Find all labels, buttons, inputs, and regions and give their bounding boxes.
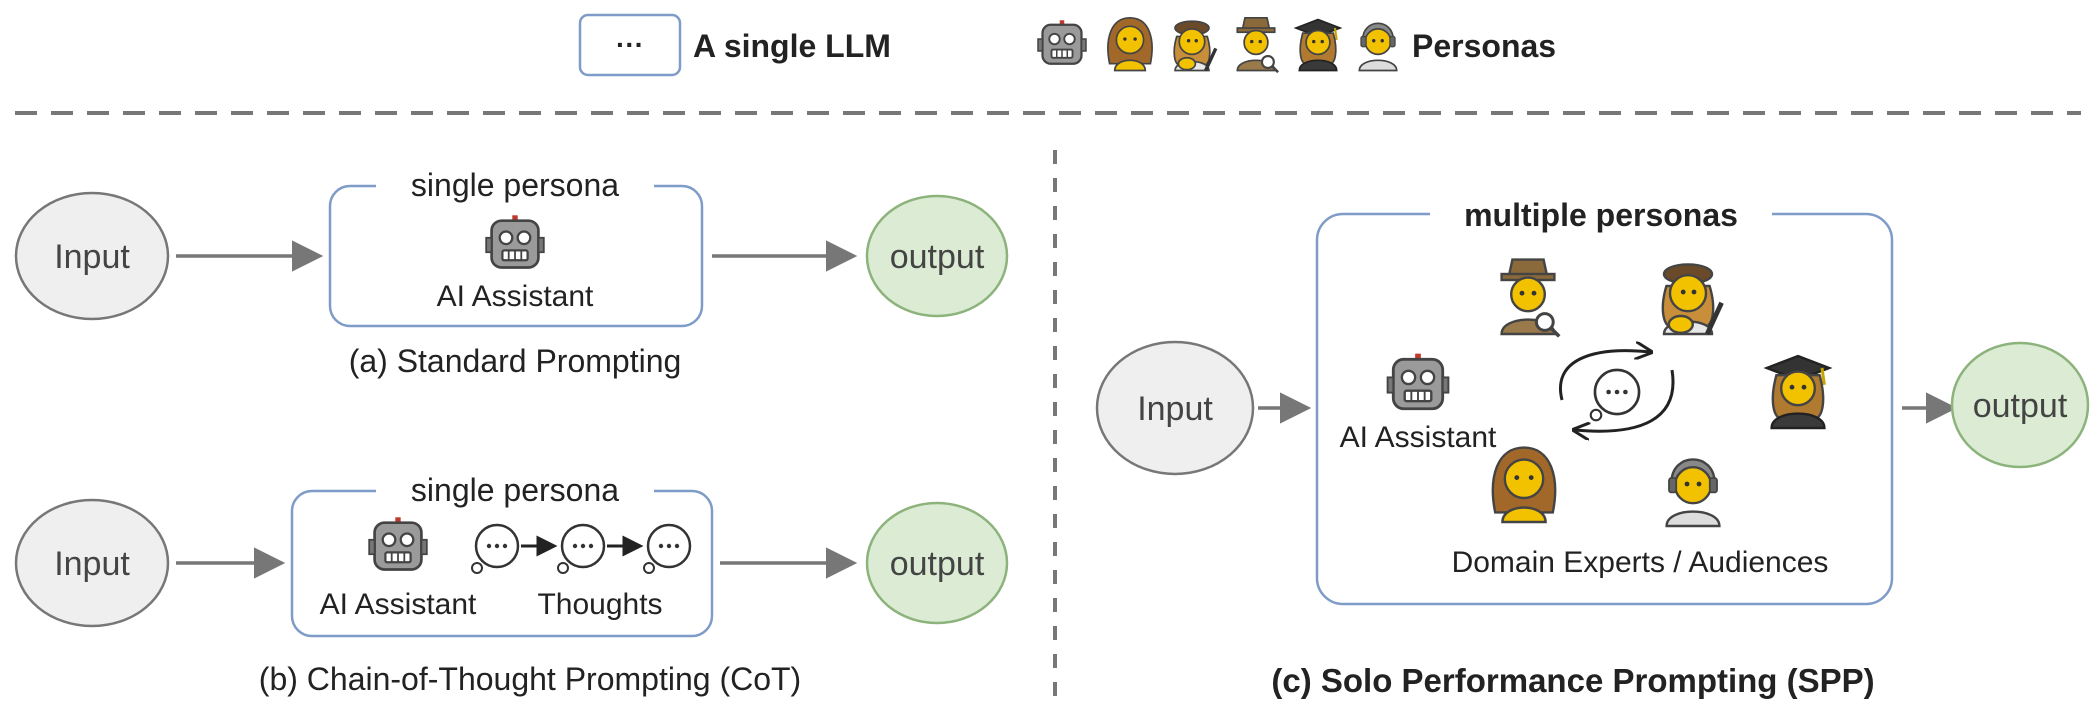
group-label: single persona	[411, 472, 619, 508]
persona-technologist-icon	[1358, 22, 1398, 72]
panel-b-chain-of-thought: Input single persona AI Assistant Though…	[14, 472, 1009, 697]
persona-woman-icon	[1107, 16, 1153, 72]
personas-legend-label: Personas	[1412, 28, 1556, 64]
llm-legend-label: A single LLM	[693, 28, 891, 64]
persona-artist-icon	[1172, 19, 1218, 73]
panel-c-solo-performance-prompting: Input multiple personas AI Assistant Dom…	[1095, 197, 2090, 699]
caption: (c) Solo Performance Prompting (SPP)	[1271, 662, 1874, 699]
group-label-mask	[376, 475, 654, 507]
persona-graduate-icon	[1294, 18, 1342, 72]
input-node	[14, 498, 170, 628]
output-label: output	[890, 545, 985, 583]
thoughts-label: Thoughts	[537, 588, 662, 621]
input-label: Input	[54, 545, 130, 583]
input-node	[1095, 340, 1255, 476]
panel-a-standard-prompting: Input single persona AI Assistant output…	[14, 167, 1009, 379]
persona-graduate-icon	[1765, 354, 1831, 430]
caption: (b) Chain-of-Thought Prompting (CoT)	[259, 661, 801, 697]
input-label: Input	[54, 238, 130, 276]
persona-artist-icon	[1663, 264, 1722, 334]
group-label: multiple personas	[1464, 197, 1738, 233]
robot-icon	[1036, 19, 1088, 65]
persona-woman-icon	[1491, 446, 1557, 524]
group-label-mask	[376, 170, 654, 202]
cycle-arrows-icon	[1559, 351, 1675, 432]
caption: (a) Standard Prompting	[349, 343, 682, 379]
llm-legend-box	[578, 13, 682, 77]
assistant-label: AI Assistant	[1340, 421, 1497, 454]
legend: ··· A single LLM Personas	[578, 13, 1556, 77]
output-node	[1950, 341, 2090, 469]
assistant-label: AI Assistant	[437, 280, 594, 313]
group-label-mask	[1430, 198, 1772, 230]
persona-technologist-icon	[1665, 458, 1721, 528]
input-label: Input	[1137, 390, 1213, 428]
persona-detective-icon	[1236, 16, 1280, 74]
output-label: output	[1973, 387, 2068, 425]
output-node	[865, 194, 1009, 318]
output-node	[865, 501, 1009, 625]
robot-icon	[1386, 352, 1450, 411]
robot-icon	[484, 213, 546, 269]
experts-label: Domain Experts / Audiences	[1452, 546, 1829, 579]
llm-legend-symbol: ···	[616, 29, 644, 60]
group-label: single persona	[411, 167, 619, 203]
assistant-label: AI Assistant	[320, 588, 477, 621]
robot-icon	[367, 515, 429, 571]
output-label: output	[890, 238, 985, 276]
input-node	[14, 191, 170, 321]
